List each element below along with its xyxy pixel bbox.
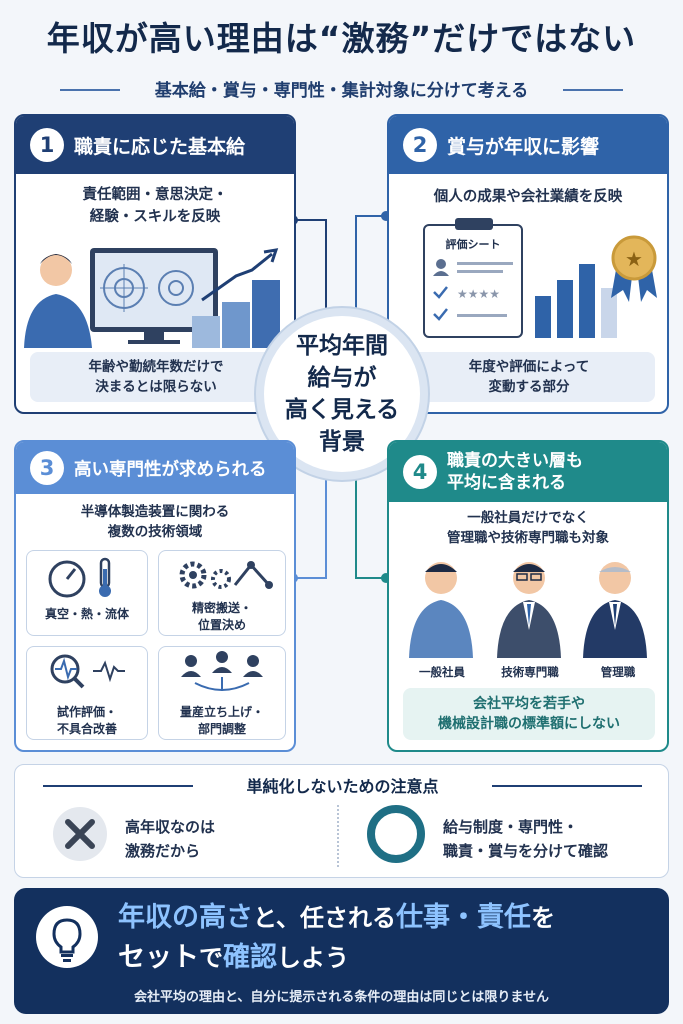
msg-part-work-responsibility: 仕事・責任 bbox=[396, 902, 532, 933]
msg-part-2: と、任される bbox=[253, 904, 397, 932]
msg-part-4: を bbox=[531, 904, 556, 932]
clipboard-clip bbox=[455, 218, 493, 230]
gauge-thermometer-icon bbox=[48, 557, 111, 598]
card1-number: 1 bbox=[30, 128, 64, 162]
msg-part-set: セット bbox=[118, 942, 199, 973]
card1-header: 1 職責に応じた基本給 bbox=[16, 116, 294, 174]
card1-description: 責任範囲・意思決定・ 経験・スキルを反映 bbox=[16, 184, 294, 228]
card3-heading: 高い専門性が求められる bbox=[74, 459, 267, 480]
msg-part-8: しよう bbox=[277, 944, 349, 972]
card3-desc-line1: 半導体製造装置に関わる bbox=[80, 504, 230, 520]
card4-number: 4 bbox=[403, 455, 437, 489]
label-technical-specialist: 技術専門職 bbox=[501, 665, 559, 679]
card1-desc-line2: 経験・スキルを反映 bbox=[89, 209, 221, 225]
card2-note-line2: 変動する部分 bbox=[488, 379, 570, 395]
svg-text:★★★★: ★★★★ bbox=[457, 287, 500, 301]
tile4-label-line2: 部門調整 bbox=[197, 722, 246, 736]
card2-header: 2 賞与が年収に影響 bbox=[389, 116, 667, 174]
caution-rule-left bbox=[43, 785, 193, 787]
card1-note: 年齢や勤続年数だけで決まるとは限らない bbox=[30, 352, 282, 402]
card1-heading: 職責に応じた基本給 bbox=[74, 135, 246, 158]
card4-note: 会社平均を若手や機械設計職の標準額にしない bbox=[403, 688, 655, 740]
page-subtitle: 基本給・賞与・専門性・集計対象に分けて考える bbox=[154, 81, 529, 101]
evaluation-sheet: 評価シート ★★★★ bbox=[423, 218, 523, 338]
tile-prototype-evaluation: 試作評価・ 不具合改善 bbox=[26, 646, 148, 740]
team-coordination-icon bbox=[181, 651, 263, 691]
label-general-employee: 一般社員 bbox=[419, 665, 465, 679]
bonus-bar-chart-with-medal: ★ bbox=[535, 235, 657, 338]
lightbulb-icon bbox=[52, 918, 82, 962]
card3-desc-line2: 複数の技術領域 bbox=[107, 524, 203, 540]
card4-description: 一般社員だけでなく 管理職や技術専門職も対象 bbox=[389, 508, 667, 548]
caution-heading: 単純化しないための注意点 bbox=[246, 777, 439, 796]
tile3-label-line2: 不具合改善 bbox=[56, 722, 117, 736]
wrong-assumption: 高年収なのは 激務だから bbox=[125, 815, 215, 863]
card2-number: 2 bbox=[403, 128, 437, 162]
card4-note-line1: 会社平均を若手や bbox=[473, 696, 585, 712]
tile2-label-line1: 精密搬送・ bbox=[191, 601, 252, 615]
correct-approach: 給与制度・専門性・ 職責・賞与を分けて確認 bbox=[443, 815, 608, 863]
center-line4: 背景 bbox=[319, 429, 365, 455]
card-average-composition: 4 職責の大きい層も 平均に含まれる 一般社員だけでなく 管理職や技術専門職も対… bbox=[387, 440, 669, 752]
svg-text:★: ★ bbox=[625, 247, 643, 271]
tile-mass-production: 量産立ち上げ・ 部門調整 bbox=[158, 646, 286, 740]
msg-part-confirm: 確認 bbox=[223, 942, 277, 973]
checklist-icon: ★★★★ bbox=[433, 259, 513, 321]
center-line3: 高く見える bbox=[284, 397, 400, 423]
card2-description: 個人の成果や会社業績を反映 bbox=[433, 189, 623, 205]
tile-precision-transfer: 精密搬送・ 位置決め bbox=[158, 550, 286, 636]
caution-divider bbox=[337, 805, 339, 867]
subtitle-rule-left bbox=[60, 89, 120, 91]
card3-header: 3 高い専門性が求められる bbox=[16, 442, 294, 494]
card4-desc-line2: 管理職や技術専門職も対象 bbox=[447, 530, 609, 546]
card3-number: 3 bbox=[30, 451, 64, 485]
center-line2: 給与が bbox=[307, 365, 377, 391]
lightbulb-badge bbox=[36, 906, 98, 968]
card4-heading-line2: 平均に含まれる bbox=[447, 473, 566, 493]
employees-illustration bbox=[409, 562, 647, 658]
card1-desc-line1: 責任範囲・意思決定・ bbox=[82, 187, 228, 203]
bottom-message: 年収の高さと、任される仕事・責任を セットで確認しよう bbox=[118, 898, 555, 978]
caution-box: 単純化しないための注意点 高年収なのは 激務だから 給与制度・専門性・ 職責・賞… bbox=[14, 764, 669, 878]
right-line2: 職責・賞与を分けて確認 bbox=[443, 842, 609, 860]
card-base-salary: 1 職責に応じた基本給 責任範囲・意思決定・ 経験・スキルを反映 年齢や勤続年数… bbox=[14, 114, 296, 414]
msg-part-income-level: 年収の高さ bbox=[118, 902, 253, 933]
page-title: 年収が高い理由は“激務”だけではない bbox=[46, 19, 637, 58]
wrong-line2: 激務だから bbox=[125, 842, 201, 860]
card-bonus: 2 賞与が年収に影響 個人の成果や会社業績を反映 評価シート ★★★★ ★ 年度… bbox=[387, 114, 669, 414]
tile-vacuum-heat-fluid: 真空・熱・流体 bbox=[26, 550, 148, 636]
card4-note-line2: 機械設計職の標準額にしない bbox=[438, 716, 620, 732]
engineer-monitor-illustration bbox=[24, 248, 280, 348]
card2-note: 年度や評価によって変動する部分 bbox=[403, 352, 655, 402]
bottom-banner: 年収の高さと、任される仕事・責任を セットで確認しよう 会社平均の理由と、自分に… bbox=[14, 888, 669, 1014]
card1-note-line1: 年齢や勤続年数だけで bbox=[88, 359, 224, 375]
card4-header: 4 職責の大きい層も 平均に含まれる bbox=[389, 442, 667, 502]
gears-icon bbox=[179, 561, 273, 589]
tile3-label-line1: 試作評価・ bbox=[56, 705, 117, 719]
card4-desc-line1: 一般社員だけでなく bbox=[467, 510, 589, 526]
tile1-label: 真空・熱・流体 bbox=[44, 607, 129, 621]
subtitle-rule-right bbox=[563, 89, 623, 91]
magnifier-waveform-icon bbox=[50, 654, 125, 689]
card1-note-line2: 決まるとは限らない bbox=[95, 379, 217, 395]
card2-note-line1: 年度や評価によって bbox=[468, 359, 590, 375]
sheet-title: 評価シート bbox=[445, 238, 501, 251]
circle-correct-icon bbox=[367, 805, 425, 863]
card4-heading-line1: 職責の大きい層も bbox=[447, 451, 583, 471]
card3-description: 半導体製造装置に関わる 複数の技術領域 bbox=[16, 502, 294, 542]
tile2-label-line2: 位置決め bbox=[197, 618, 246, 632]
right-line1: 給与制度・専門性・ bbox=[443, 818, 579, 836]
card-expertise: 3 高い専門性が求められる 半導体製造装置に関わる 複数の技術領域 真空・熱・流… bbox=[14, 440, 296, 752]
bottom-footnote: 会社平均の理由と、自分に提示される条件の理由は同じとは限りません bbox=[133, 990, 550, 1005]
label-manager: 管理職 bbox=[600, 665, 636, 679]
caution-rule-right bbox=[492, 785, 642, 787]
center-line1: 平均年間 bbox=[296, 333, 388, 359]
wrong-line1: 高年収なのは bbox=[125, 818, 216, 836]
msg-part-6: で bbox=[199, 944, 223, 972]
employee-labels: 一般社員 技術専門職 管理職 bbox=[399, 664, 661, 680]
cross-icon bbox=[53, 807, 107, 861]
card2-heading: 賞与が年収に影響 bbox=[447, 135, 600, 158]
tile4-label-line1: 量産立ち上げ・ bbox=[179, 705, 264, 719]
